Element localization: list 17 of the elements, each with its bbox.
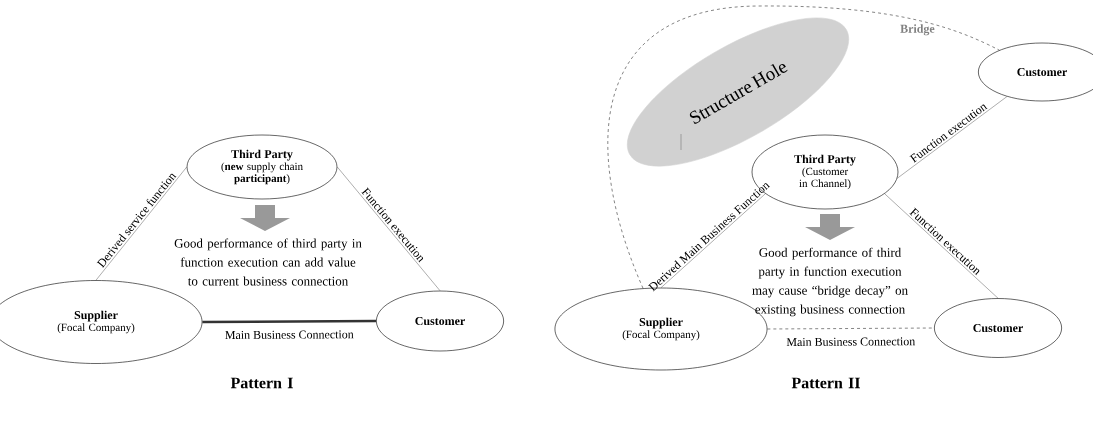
ellipse-node: Customer: [934, 298, 1062, 358]
connector-line: [607, 5, 1000, 289]
pattern-title: Pattern I: [230, 377, 293, 389]
connector-line: [767, 327, 935, 330]
note-text: Good performance of third party in function execution may cause “bridge decay” on existing business connection: [752, 247, 908, 317]
connector-line: [202, 319, 377, 324]
connector-line: [884, 193, 999, 299]
edge-label: Bridge: [900, 24, 935, 36]
edge-label: Main Business Connection: [225, 330, 354, 339]
connector-line: [660, 193, 766, 288]
ellipse-node: Third Party (new supply chain participant): [186, 134, 338, 200]
connector-line: [897, 96, 1008, 179]
connector-line: [95, 166, 187, 281]
edge-label: Main Business Connection: [786, 337, 916, 346]
pattern-title: Pattern II: [791, 377, 860, 389]
connector-line: [337, 166, 441, 291]
ellipse-node: Customer: [376, 290, 504, 352]
